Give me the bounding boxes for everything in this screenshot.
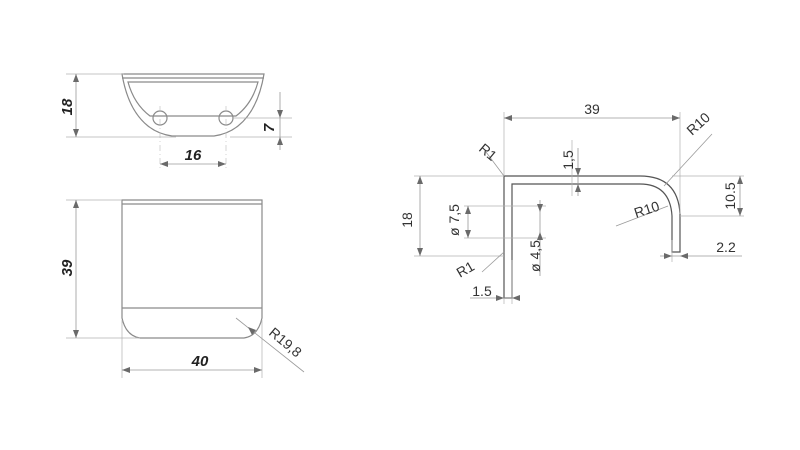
side-span-label: 39 — [584, 101, 600, 117]
arrow — [465, 206, 471, 214]
front-height-label: 18 — [59, 98, 76, 115]
arrow — [218, 161, 226, 167]
arrow — [496, 295, 504, 301]
top-view-outline — [121, 199, 263, 339]
side-drop-label: 10.5 — [722, 182, 738, 209]
front-spacing-label: 16 — [185, 147, 202, 164]
arrow — [248, 327, 256, 335]
arrow — [254, 367, 262, 373]
side-lip-label: 2.2 — [716, 239, 736, 255]
arrow — [737, 176, 743, 184]
arrow — [160, 161, 168, 167]
arrow — [73, 74, 79, 82]
side-thickness-top-label: 1,5 — [560, 150, 576, 170]
top-radius-label: R19,8 — [266, 324, 305, 360]
side-profile: 39 R10 R10 R1 1,5 18 ø 7,5 ø 4 — [399, 101, 744, 304]
side-outer-radius-leader — [663, 133, 713, 187]
top-radius-leader — [235, 317, 305, 373]
side-inner-radius-leader — [615, 205, 669, 227]
arrow — [73, 200, 79, 208]
arrow — [537, 232, 543, 240]
side-hole-outer-label: ø 7,5 — [446, 204, 462, 236]
top-view: 39 40 R19,8 — [59, 199, 305, 378]
arrow — [672, 115, 680, 121]
top-width-label: 40 — [191, 353, 209, 370]
top-length-label: 39 — [59, 259, 76, 276]
arrow — [504, 115, 512, 121]
side-height-label: 18 — [399, 212, 415, 228]
arrow — [664, 253, 672, 259]
front-view-outline — [121, 73, 265, 137]
arrow — [277, 110, 283, 118]
side-outer-radius-label: R10 — [683, 109, 713, 138]
arrow — [417, 248, 423, 256]
front-depth-label: 7 — [261, 123, 278, 132]
arrow — [512, 295, 520, 301]
side-inner-radius-label: R10 — [632, 198, 662, 221]
side-profile-outline — [503, 175, 681, 299]
arrow — [537, 204, 543, 212]
arrow — [73, 330, 79, 338]
side-top-corner-leader — [485, 151, 505, 177]
side-bottom-corner-leader — [481, 251, 505, 273]
side-thickness-bottom-label: 1.5 — [472, 283, 492, 299]
arrow — [737, 208, 743, 216]
arrow — [122, 367, 130, 373]
front-view-inner-curve — [127, 81, 259, 117]
arrow — [277, 137, 283, 145]
front-view: 18 16 7 — [59, 73, 292, 168]
arrow — [575, 184, 581, 192]
arrow — [575, 168, 581, 176]
arrow — [465, 230, 471, 238]
side-top-corner-label: R1 — [476, 140, 500, 164]
arrow — [680, 253, 688, 259]
arrow — [73, 129, 79, 137]
side-hole-inner-label: ø 4,5 — [527, 240, 543, 272]
arrow — [417, 176, 423, 184]
side-bottom-corner-label: R1 — [454, 258, 478, 281]
